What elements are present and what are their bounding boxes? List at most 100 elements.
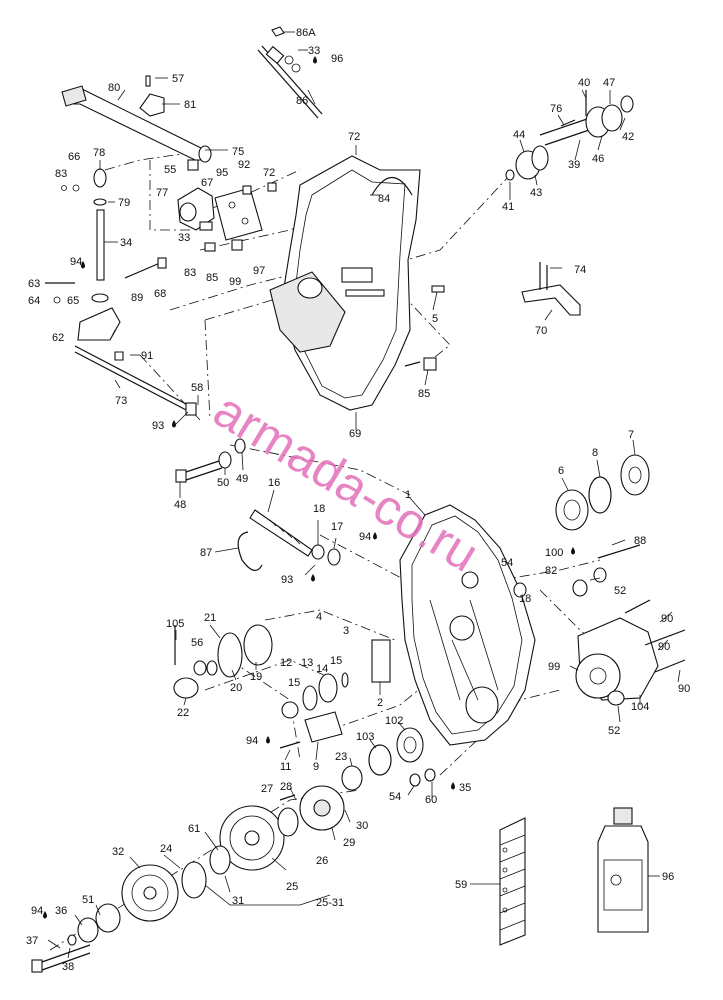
callout-38: 38	[62, 961, 74, 973]
callout-18: 18	[519, 593, 531, 605]
callout-33: 33	[178, 232, 190, 244]
callout-33: 33	[308, 45, 320, 57]
callout-62: 62	[52, 332, 64, 344]
oil-drop-icon	[373, 532, 377, 540]
callout-54: 54	[389, 791, 401, 803]
callout-99: 99	[548, 661, 560, 673]
oil-drop-icons	[43, 56, 575, 919]
callout-95: 95	[216, 167, 228, 179]
callout-89: 89	[131, 292, 143, 304]
callout-8: 8	[592, 447, 598, 459]
oil-drop-icon	[266, 736, 270, 744]
callout-92: 92	[238, 159, 250, 171]
callout-34: 34	[120, 237, 132, 249]
bearing-group-102	[341, 727, 436, 791]
cover-69	[269, 155, 437, 411]
bearing-group-6-8	[555, 454, 650, 531]
callout-32: 32	[112, 846, 124, 858]
callout-54: 54	[501, 557, 513, 569]
callout-59: 59	[455, 879, 467, 891]
callout-68: 68	[154, 288, 166, 300]
callout-23: 23	[335, 751, 347, 763]
callout-65: 65	[67, 295, 79, 307]
callout-43: 43	[530, 187, 542, 199]
callout-77: 77	[156, 187, 168, 199]
shift-rod-86	[257, 26, 323, 119]
callout-30: 30	[356, 820, 368, 832]
callout-102: 102	[385, 715, 403, 727]
callout-56: 56	[191, 637, 203, 649]
callout-27: 27	[261, 783, 273, 795]
callout-86a: 86A	[296, 27, 316, 39]
callout-2: 2	[377, 697, 383, 709]
callout-90: 90	[661, 613, 673, 625]
callout-44: 44	[513, 129, 525, 141]
callout-49: 49	[236, 473, 248, 485]
callout-47: 47	[603, 77, 615, 89]
callout-75: 75	[232, 146, 244, 158]
callout-51: 51	[82, 894, 94, 906]
shaft-16	[237, 509, 341, 571]
callout-18: 18	[313, 503, 325, 515]
callout-97: 97	[253, 265, 265, 277]
callout-24: 24	[160, 843, 172, 855]
callout-79: 79	[118, 197, 130, 209]
callout-94: 94	[359, 531, 371, 543]
callout-46: 46	[592, 153, 604, 165]
callout-93: 93	[152, 420, 164, 432]
callout-61: 61	[188, 823, 200, 835]
callout-85: 85	[206, 272, 218, 284]
leader-lines	[47, 31, 681, 959]
callout-80: 80	[108, 82, 120, 94]
callout-42: 42	[622, 131, 634, 143]
callout-103: 103	[356, 731, 374, 743]
fork-70	[431, 262, 581, 316]
plate-104	[513, 544, 686, 706]
callout-78: 78	[93, 147, 105, 159]
callout-39: 39	[568, 159, 580, 171]
callout-20: 20	[230, 682, 242, 694]
callout-25: 25	[286, 881, 298, 893]
callout-1: 1	[405, 489, 411, 501]
callout-22: 22	[177, 707, 189, 719]
callout-66: 66	[68, 151, 80, 163]
callout-100: 100	[545, 547, 563, 559]
oil-drop-icon	[81, 261, 85, 269]
callout-25-31: 25-31	[316, 897, 344, 909]
case-1	[371, 504, 536, 746]
callout-48: 48	[174, 499, 186, 511]
bolt-48	[175, 438, 246, 483]
callout-31: 31	[232, 895, 244, 907]
callout-87: 87	[200, 547, 212, 559]
callout-82: 82	[545, 565, 557, 577]
callout-90: 90	[658, 641, 670, 653]
callout-96: 96	[331, 53, 343, 65]
callout-67: 67	[201, 177, 213, 189]
callout-55: 55	[164, 164, 176, 176]
callout-7: 7	[628, 429, 634, 441]
callout-50: 50	[217, 477, 229, 489]
callout-74: 74	[574, 264, 586, 276]
callout-63: 63	[28, 278, 40, 290]
callout-94: 94	[31, 905, 43, 917]
callout-105: 105	[166, 618, 184, 630]
lower-gears	[31, 785, 345, 973]
callout-90: 90	[678, 683, 690, 695]
callout-37: 37	[26, 935, 38, 947]
callout-76: 76	[550, 103, 562, 115]
callout-26: 26	[316, 855, 328, 867]
oil-drop-icon	[571, 547, 575, 555]
callout-40: 40	[578, 77, 590, 89]
callout-104: 104	[631, 701, 649, 713]
callout-6: 6	[558, 465, 564, 477]
callout-28: 28	[280, 781, 292, 793]
callout-4: 4	[316, 611, 322, 623]
callout-5: 5	[432, 313, 438, 325]
callout-69: 69	[349, 428, 361, 440]
bracket-group	[124, 159, 277, 279]
callout-83: 83	[55, 168, 67, 180]
collar-group-9-15	[279, 672, 349, 749]
callout-83: 83	[184, 267, 196, 279]
callout-52: 52	[614, 585, 626, 597]
